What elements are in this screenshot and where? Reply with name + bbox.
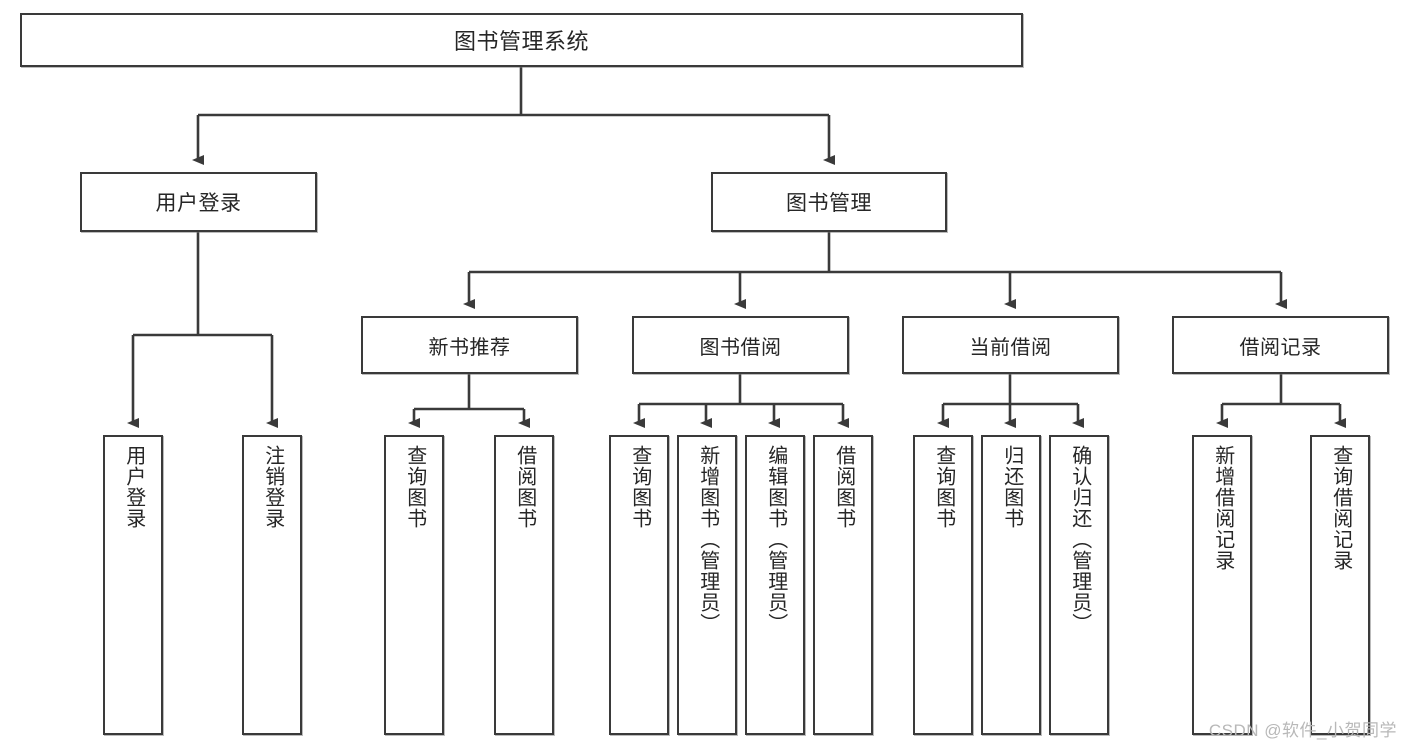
node-leaf-add-borrow-record[interactable]: 新增借阅记录 (1192, 435, 1252, 735)
node-leaf-return-book[interactable]: 归还图书 (981, 435, 1041, 735)
node-book-management-system[interactable]: 图书管理系统 (20, 13, 1023, 67)
node-leaf-borrow-book[interactable]: 借阅图书 (813, 435, 873, 735)
node-label: 确认归还（管理员） (1068, 445, 1091, 634)
node-leaf-logout-login[interactable]: 注销登录 (242, 435, 302, 735)
node-leaf-add-book[interactable]: 新增图书（管理员） (677, 435, 737, 735)
node-label: 新增借阅记录 (1211, 445, 1234, 571)
node-label: 注销登录 (261, 445, 284, 529)
node-label: 编辑图书（管理员） (764, 445, 787, 634)
node-label: 新增图书（管理员） (696, 445, 719, 634)
node-label: 图书管理 (786, 192, 872, 215)
node-label: 查询图书 (932, 445, 955, 529)
node-leaf-query-borrow-record[interactable]: 查询借阅记录 (1310, 435, 1370, 735)
node-label: 查询图书 (403, 445, 426, 529)
node-label: 借阅图书 (513, 445, 536, 529)
node-label: 查询图书 (628, 445, 651, 529)
node-label: 图书借阅 (699, 336, 782, 359)
node-leaf-user-login[interactable]: 用户登录 (103, 435, 163, 735)
node-book-borrow[interactable]: 图书借阅 (632, 316, 849, 374)
node-user-login[interactable]: 用户登录 (80, 172, 317, 232)
node-book-management[interactable]: 图书管理 (711, 172, 947, 232)
node-borrow-record[interactable]: 借阅记录 (1172, 316, 1389, 374)
node-label: 用户登录 (155, 192, 242, 215)
node-current-borrow[interactable]: 当前借阅 (902, 316, 1119, 374)
node-label: 归还图书 (1000, 445, 1023, 529)
node-label: 借阅图书 (832, 445, 855, 529)
node-leaf-edit-book[interactable]: 编辑图书（管理员） (745, 435, 805, 735)
node-leaf-query-book-current[interactable]: 查询图书 (913, 435, 973, 735)
node-label: 借阅记录 (1239, 336, 1322, 359)
node-label: 图书管理系统 (453, 29, 589, 54)
node-new-book-recommend[interactable]: 新书推荐 (361, 316, 578, 374)
node-leaf-query-book-borrow[interactable]: 查询图书 (609, 435, 669, 735)
node-label: 当前借阅 (969, 336, 1052, 359)
node-leaf-borrow-book-recommend[interactable]: 借阅图书 (494, 435, 554, 735)
watermark: CSDN @软件_小贺同学 (1208, 721, 1397, 740)
node-label: 用户登录 (122, 445, 145, 529)
node-label: 查询借阅记录 (1329, 445, 1352, 571)
node-leaf-query-book-recommend[interactable]: 查询图书 (384, 435, 444, 735)
node-leaf-confirm-return[interactable]: 确认归还（管理员） (1049, 435, 1109, 735)
node-label: 新书推荐 (428, 336, 511, 359)
